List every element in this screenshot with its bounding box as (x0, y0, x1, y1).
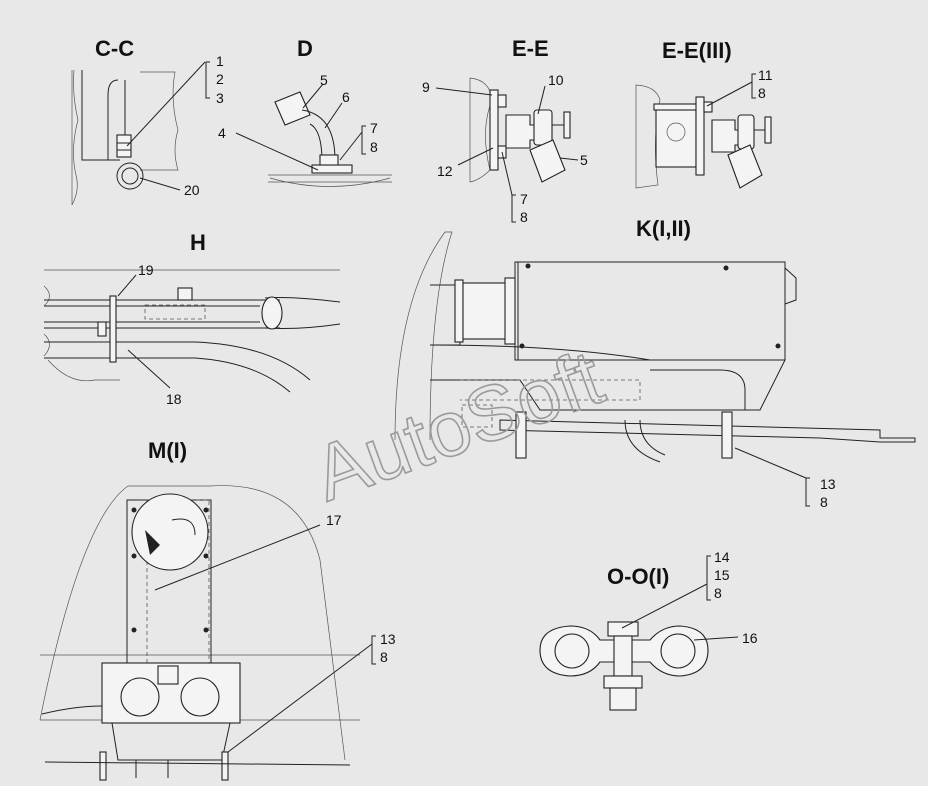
callout-18: 18 (166, 391, 182, 407)
callout-8-k: 8 (820, 494, 828, 510)
view-ee: E-E 9 10 12 5 7 8 (422, 36, 588, 225)
callout-3: 3 (216, 90, 224, 106)
callout-10: 10 (548, 72, 564, 88)
view-oo: O-O(I) 14 15 8 16 (539, 549, 758, 711)
callout-7-d: 7 (370, 120, 378, 136)
callout-13-k: 13 (820, 476, 836, 492)
callout-13-m: 13 (380, 631, 396, 647)
view-cc: C-C 1 2 3 20 (71, 36, 224, 206)
callout-2: 2 (216, 71, 224, 87)
view-m: M(I) 17 13 8 (39, 438, 396, 781)
callout-4: 4 (218, 125, 226, 141)
callout-8-ee: 8 (520, 209, 528, 225)
callout-9: 9 (422, 79, 430, 95)
view-m-title: M(I) (148, 438, 187, 463)
callout-8-d: 8 (370, 139, 378, 155)
callout-19: 19 (138, 262, 154, 278)
view-d: D 5 6 4 7 8 (218, 36, 392, 187)
callout-6: 6 (342, 89, 350, 105)
callout-17: 17 (326, 512, 342, 528)
callout-11: 11 (758, 67, 773, 83)
view-d-title: D (297, 36, 313, 61)
view-cc-title: C-C (95, 36, 134, 61)
view-ee3-title: E-E(III) (662, 38, 732, 63)
watermark: AutoSoft (302, 333, 614, 518)
view-h: H 19 18 (43, 230, 341, 407)
callout-8-m: 8 (380, 649, 388, 665)
view-ee-title: E-E (512, 36, 549, 61)
view-k: K(I,II) 13 8 (394, 216, 916, 510)
callout-1: 1 (216, 53, 224, 69)
callout-5-d: 5 (320, 72, 328, 88)
view-oo-title: O-O(I) (607, 564, 669, 589)
callout-7-ee: 7 (520, 191, 528, 207)
view-k-title: K(I,II) (636, 216, 691, 241)
callout-15: 15 (714, 567, 730, 583)
callout-8-ee3: 8 (758, 85, 766, 101)
callout-12: 12 (437, 163, 453, 179)
callout-14: 14 (714, 549, 730, 565)
callout-20: 20 (184, 182, 200, 198)
callout-8-oo: 8 (714, 585, 722, 601)
callout-5-ee: 5 (580, 152, 588, 168)
view-h-title: H (190, 230, 206, 255)
callout-16: 16 (742, 630, 758, 646)
view-ee3: E-E(III) 11 8 (635, 38, 773, 189)
